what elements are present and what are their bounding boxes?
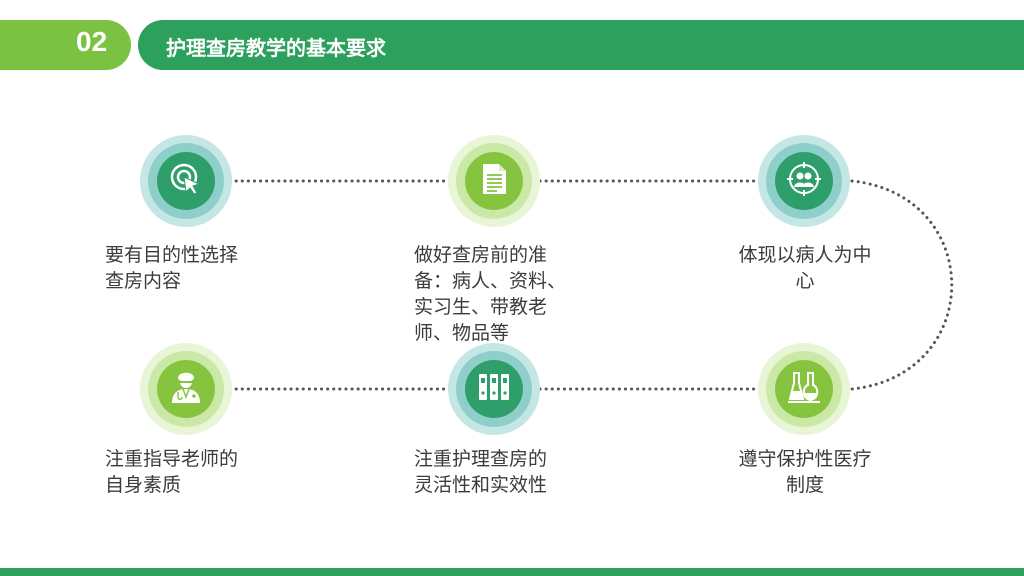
step-3-label: 体现以病人为中 心	[738, 244, 872, 292]
step-6-node	[140, 343, 232, 435]
step-5-label: 注重护理查房的 灵活性和实效性	[414, 448, 548, 496]
connector-curve	[850, 179, 954, 391]
binders-icon	[477, 372, 511, 406]
step-1-label: 要有目的性选择 查房内容	[105, 244, 239, 292]
page-title: 护理查房教学的基本要求	[166, 36, 386, 60]
target-cursor-icon	[169, 162, 203, 200]
step-2-node	[448, 135, 540, 227]
section-number: 02	[76, 26, 108, 57]
people-icon	[787, 162, 821, 200]
section-number-tab: 02	[0, 20, 131, 70]
step-4-label: 遵守保护性医疗 制度	[738, 448, 872, 496]
doctor-icon	[169, 369, 203, 409]
step-5-node	[448, 343, 540, 435]
bottom-bar	[0, 568, 1024, 576]
document-icon	[479, 162, 509, 200]
lab-flasks-icon	[786, 369, 822, 409]
step-2-label: 做好查房前的准 备：病人、资料、 实习生、带教老 师、物品等	[414, 244, 567, 344]
step-1-node	[140, 135, 232, 227]
title-bar: 护理查房教学的基本要求	[138, 20, 1024, 70]
step-4-node	[758, 343, 850, 435]
step-6-label: 注重指导老师的 自身素质	[105, 448, 239, 496]
step-3-node	[758, 135, 850, 227]
